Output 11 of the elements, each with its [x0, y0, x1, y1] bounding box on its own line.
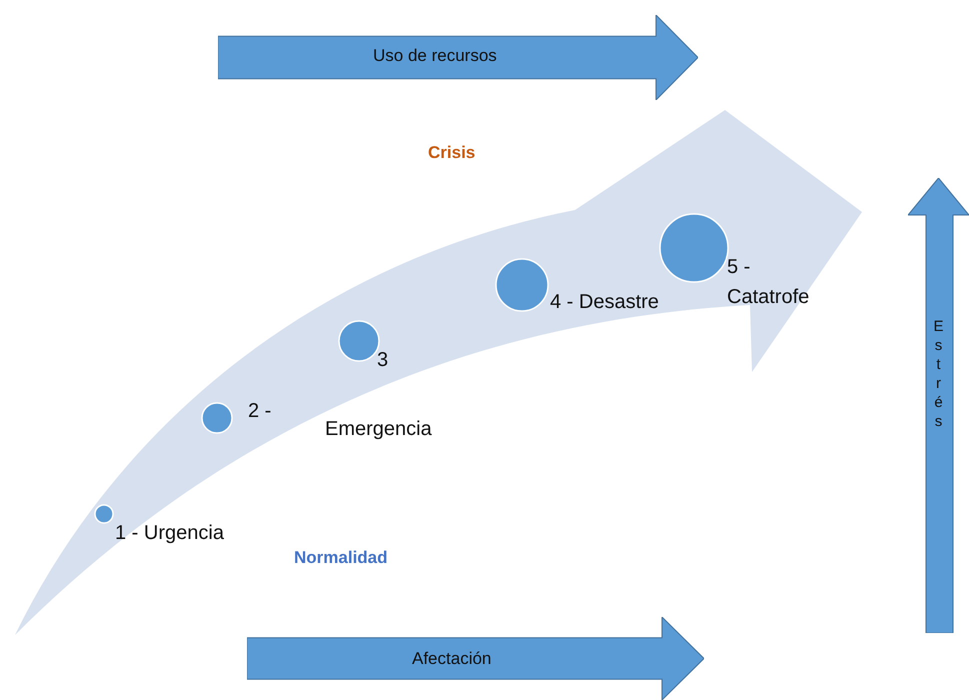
- stage-label: 2 -: [248, 399, 272, 424]
- arrow-label: Uso de recursos: [373, 46, 497, 66]
- zone-label: Crisis: [428, 143, 476, 163]
- stage-label: 3: [377, 348, 390, 373]
- stage-label: Emergencia: [325, 418, 432, 441]
- arrow-label: Afectación: [412, 649, 492, 669]
- zone-label: Normalidad: [294, 548, 388, 568]
- stage-label: 1 - Urgencia: [115, 521, 225, 546]
- stage-label: 4 - Desastre: [550, 290, 660, 315]
- arrow-label: Estrés: [930, 318, 947, 432]
- stage-label: 5 - Catatrofe: [727, 255, 810, 310]
